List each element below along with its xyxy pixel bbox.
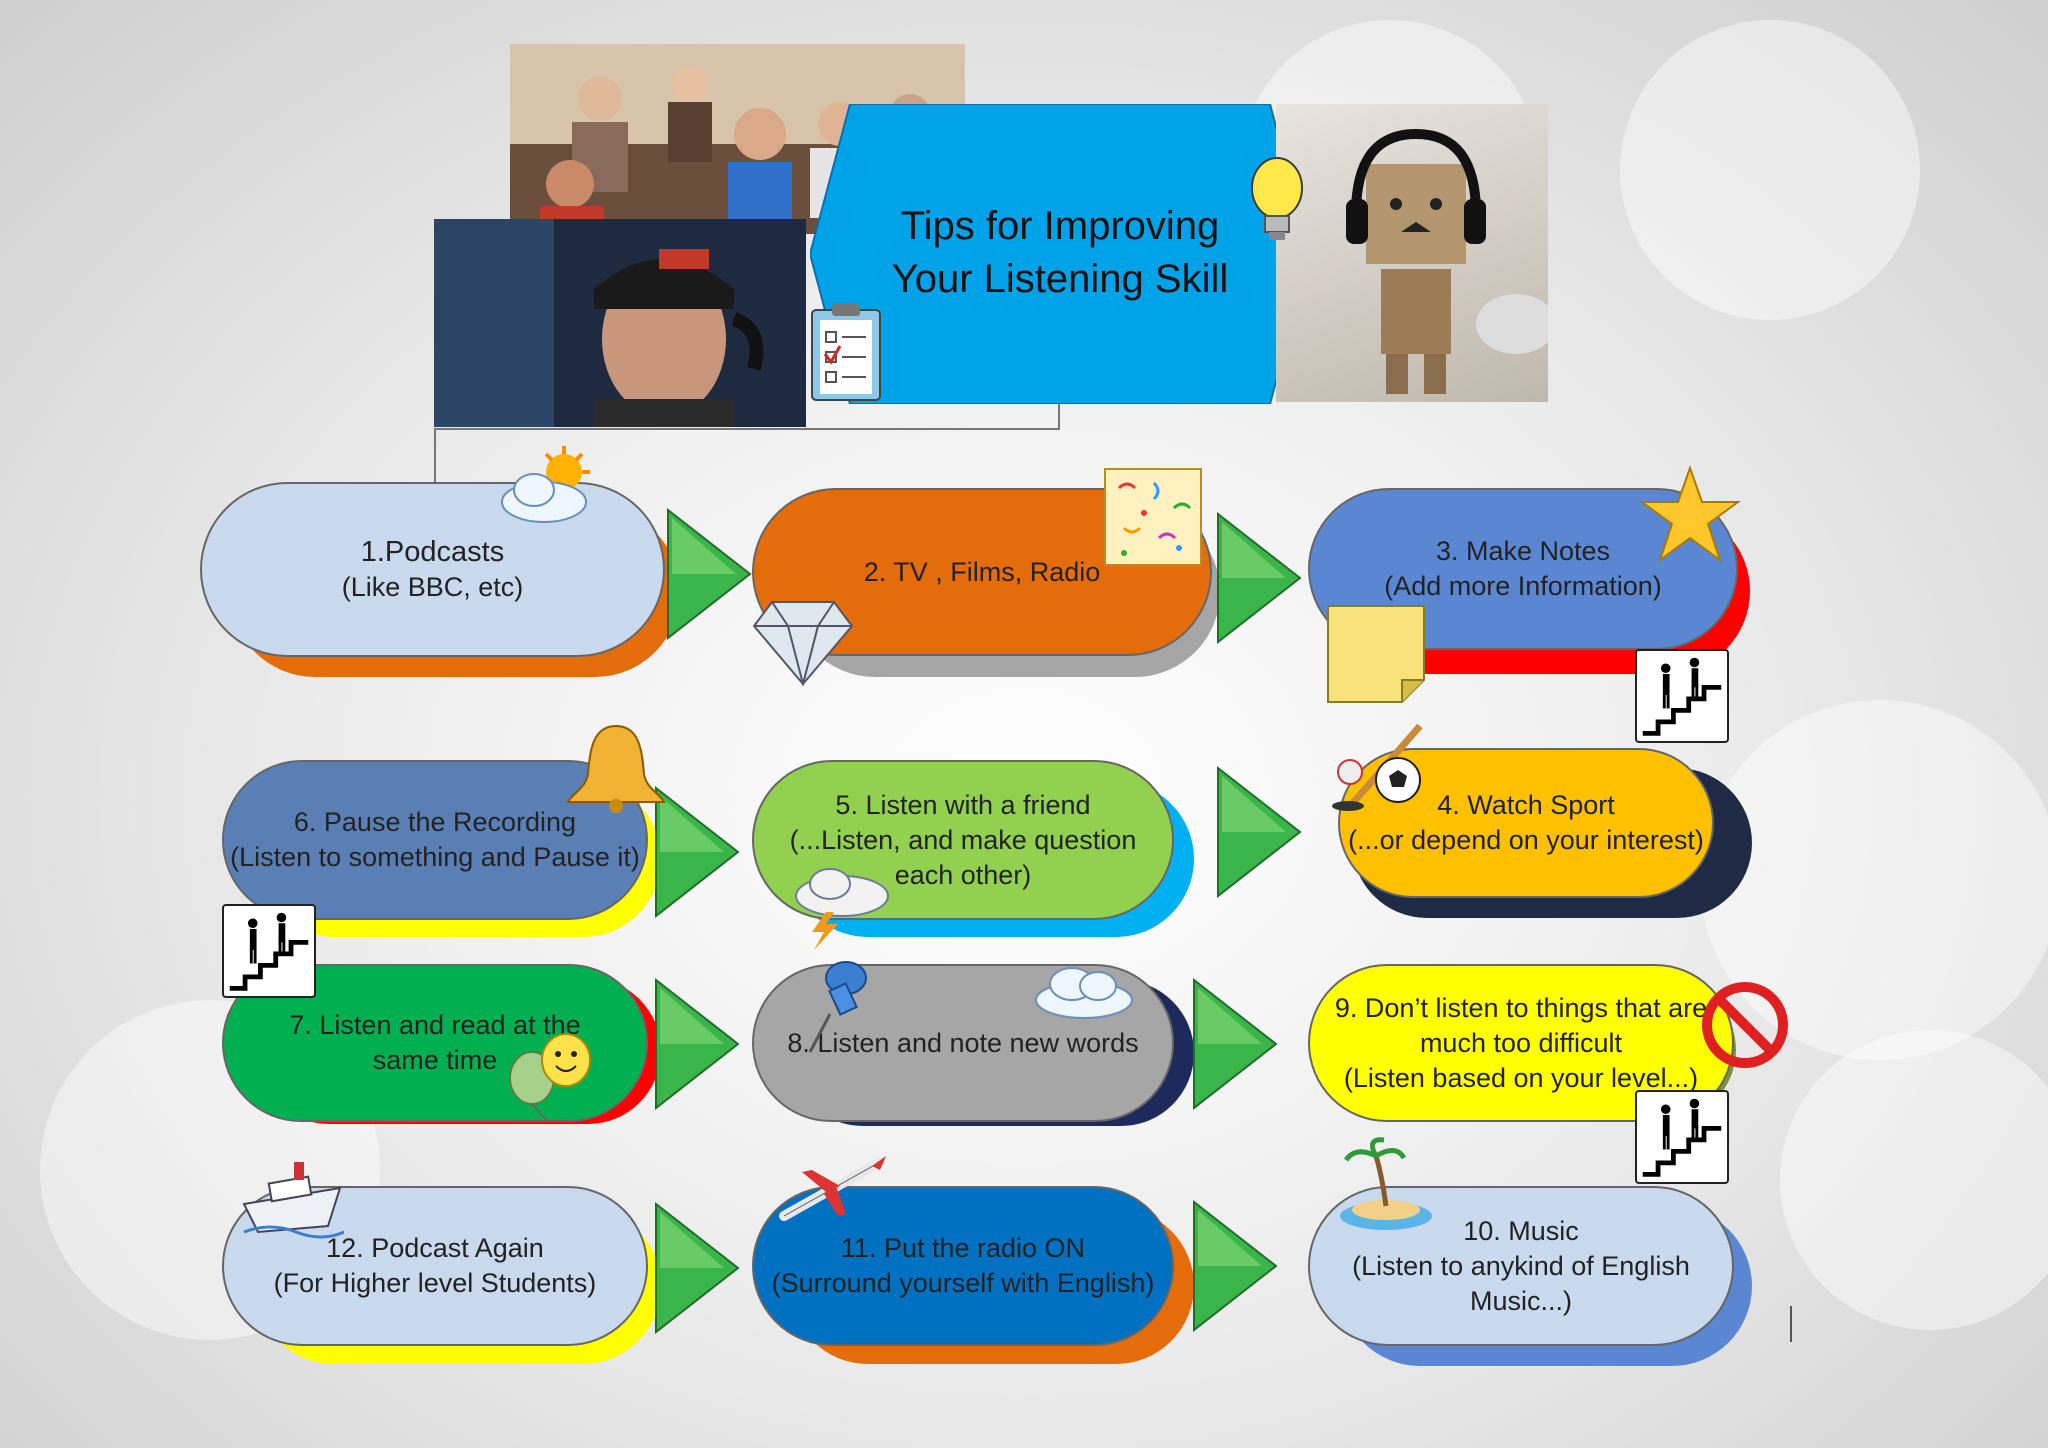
ship-icon [242,1162,344,1239]
bell-icon [566,724,666,813]
airplane-icon [779,1156,886,1221]
step-9-sub: (Listen based on your level...) [1343,1062,1699,1093]
background-circle [1780,1030,2048,1330]
step-12-sub: (For Higher level Students) [273,1268,597,1298]
sports-icon [1332,724,1423,811]
storm-cloud-icon [795,868,889,950]
lightbulb-icon [1251,157,1303,240]
step-12-label: 12. Podcast Again [326,1233,544,1263]
pushpin-icon [808,961,867,1053]
arrow-right-icon [667,508,752,640]
step-3-sub: (Add more Information) [1384,571,1662,601]
step-6-label: 6. Pause the Recording [293,807,577,837]
step-1-sub: (Like BBC, etc) [341,571,524,602]
stairs-icon [1635,1090,1729,1184]
step-6-box: 6. Pause the Recording (Listen to someth… [222,760,648,920]
confetti-icon [1104,468,1202,566]
stairs-icon [1635,649,1729,743]
sun-cloud-icon [501,446,590,523]
step-6-sub: (Listen to something and Pause it) [230,842,640,872]
step-3-label: 3. Make Notes [1435,536,1611,566]
arrow-right-icon [1193,978,1278,1110]
connector-line [1058,402,1060,430]
connector-line [434,428,1059,430]
connector-line [434,428,436,482]
step-10-sub: (Listen to anykind of English Music...) [1352,1250,1690,1316]
divider-mark [1790,1306,1792,1342]
page-title: Tips for Improving Your Listening Skill [860,200,1260,306]
stairs-icon [222,904,316,998]
cloud-icon [1035,967,1133,1019]
background-circle [1700,700,2048,1060]
arrow-right-icon [1193,1200,1278,1332]
star-icon [1638,464,1742,563]
title-line-1: Tips for Improving [900,204,1220,248]
sticky-note-icon [1327,605,1425,703]
title-line-2: Your Listening Skill [891,257,1229,301]
step-11-sub: (Surround yourself with English) [771,1268,1155,1298]
smiley-balloon-icon [509,1033,591,1122]
step-7-label: 7. Listen and read at the same time [289,1010,581,1075]
step-1-box: 1.Podcasts (Like BBC, etc) [200,482,665,657]
arrow-right-icon [655,786,740,918]
robot-headphones-photo [1276,104,1548,402]
step-4-label: 4. Watch Sport [1437,790,1615,820]
background-circle [1620,20,1920,320]
step-1-label: 1.Podcasts [360,535,505,568]
step-8-label: 8. Listen and note new words [787,1027,1139,1058]
step-4-box: 4. Watch Sport (...or depend on your int… [1338,748,1714,898]
no-sign-icon [1702,982,1788,1068]
man-headphones-photo [434,219,806,427]
island-icon [1340,1137,1432,1230]
step-5-sub: (...Listen, and make question each other… [789,824,1137,890]
step-10-label: 10. Music [1463,1215,1579,1246]
step-12-box: 12. Podcast Again (For Higher level Stud… [222,1186,648,1346]
step-11-label: 11. Put the radio ON [840,1233,1086,1263]
step-9-label: 9. Don’t listen to things that are much … [1334,992,1708,1058]
arrow-right-icon [1217,766,1302,898]
diamond-icon [752,601,854,686]
title-banner [810,104,1310,404]
arrow-right-icon [655,1202,740,1334]
clipboard-icon [811,304,881,401]
arrow-right-icon [655,978,740,1110]
step-9-box: 9. Don’t listen to things that are much … [1308,964,1734,1122]
step-2-label: 2. TV , Films, Radio [863,556,1101,587]
step-11-box: 11. Put the radio ON (Surround yourself … [752,1186,1174,1346]
step-4-sub: (...or depend on your interest) [1348,825,1704,855]
step-5-label: 5. Listen with a friend [835,789,1091,820]
arrow-right-icon [1217,512,1302,644]
